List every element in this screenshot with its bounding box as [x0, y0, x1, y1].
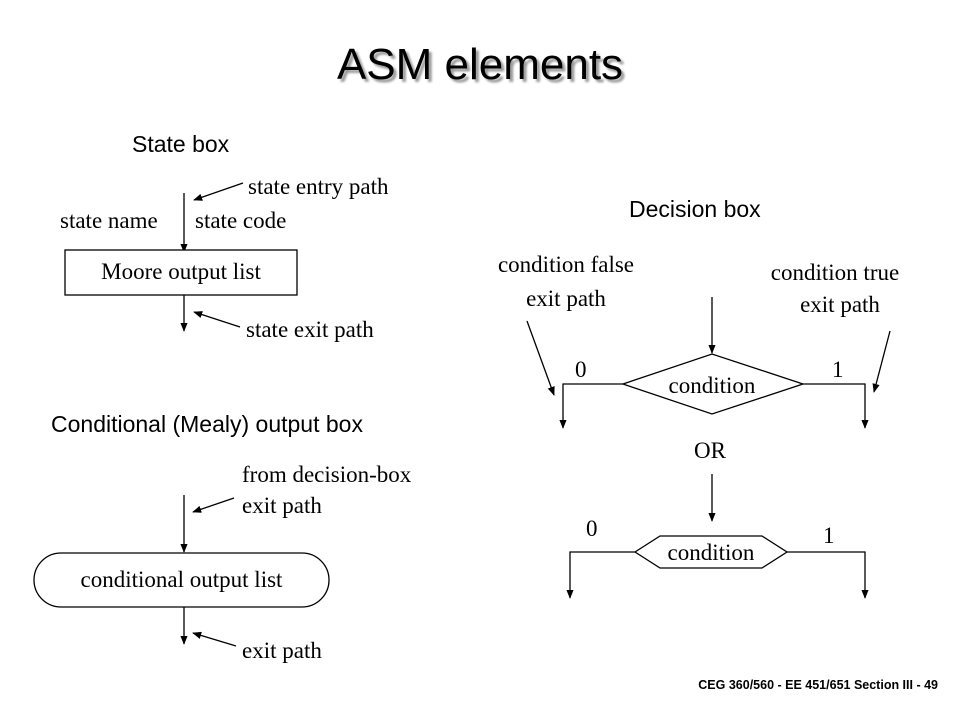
hexagon-true-value-label: 1	[823, 523, 835, 548]
condition-false-label-line2: exit path	[526, 286, 606, 311]
condition-false-label-line1: condition false	[497, 252, 635, 277]
decision-true-path	[803, 383, 869, 429]
conditional-box-rect	[33, 552, 330, 608]
state-box-rect	[64, 249, 298, 296]
conditional-output-list: conditional output list	[80, 567, 283, 592]
conditional-box-heading: Conditional (Mealy) output box	[51, 411, 363, 437]
from-decision-label-line2: exit path	[242, 493, 322, 518]
state-entry-pointer	[193, 182, 244, 201]
diamond-condition-label: condition	[668, 373, 756, 398]
from-decision-label-line1: from decision-box	[242, 462, 412, 487]
true-value-label: 1	[832, 357, 844, 382]
hexagon-true-path	[787, 551, 869, 599]
condition-true-label-line2: exit path	[800, 292, 880, 317]
decision-false-path	[559, 383, 623, 429]
state-exit-path-label: state exit path	[246, 317, 374, 342]
moore-output-list: Moore output list	[101, 259, 261, 284]
state-name-label: state name	[60, 208, 158, 233]
hexagon-false-path	[566, 551, 635, 599]
page-title: ASM elements	[336, 40, 624, 89]
decision-box-heading: Decision box	[629, 196, 761, 222]
conditional-exit-pointer	[192, 631, 237, 647]
condition-true-pointer	[872, 330, 891, 393]
conditional-entry-pointer	[192, 497, 235, 513]
state-box-heading: State box	[132, 131, 230, 157]
hexagon-false-value-label: 0	[586, 516, 598, 541]
conditional-exit-path-label: exit path	[242, 638, 322, 663]
state-code-label: state code	[195, 208, 287, 233]
condition-false-pointer	[526, 320, 555, 396]
slide-footer: CEG 360/560 - EE 451/651 Section III - 4…	[698, 678, 938, 692]
state-entry-path-label: state entry path	[248, 174, 389, 199]
hexagon-condition-label: condition	[667, 540, 755, 565]
or-label: OR	[694, 438, 726, 463]
false-value-label: 0	[575, 357, 587, 382]
state-exit-pointer	[193, 311, 241, 328]
condition-true-label-line1: condition true	[770, 260, 900, 285]
